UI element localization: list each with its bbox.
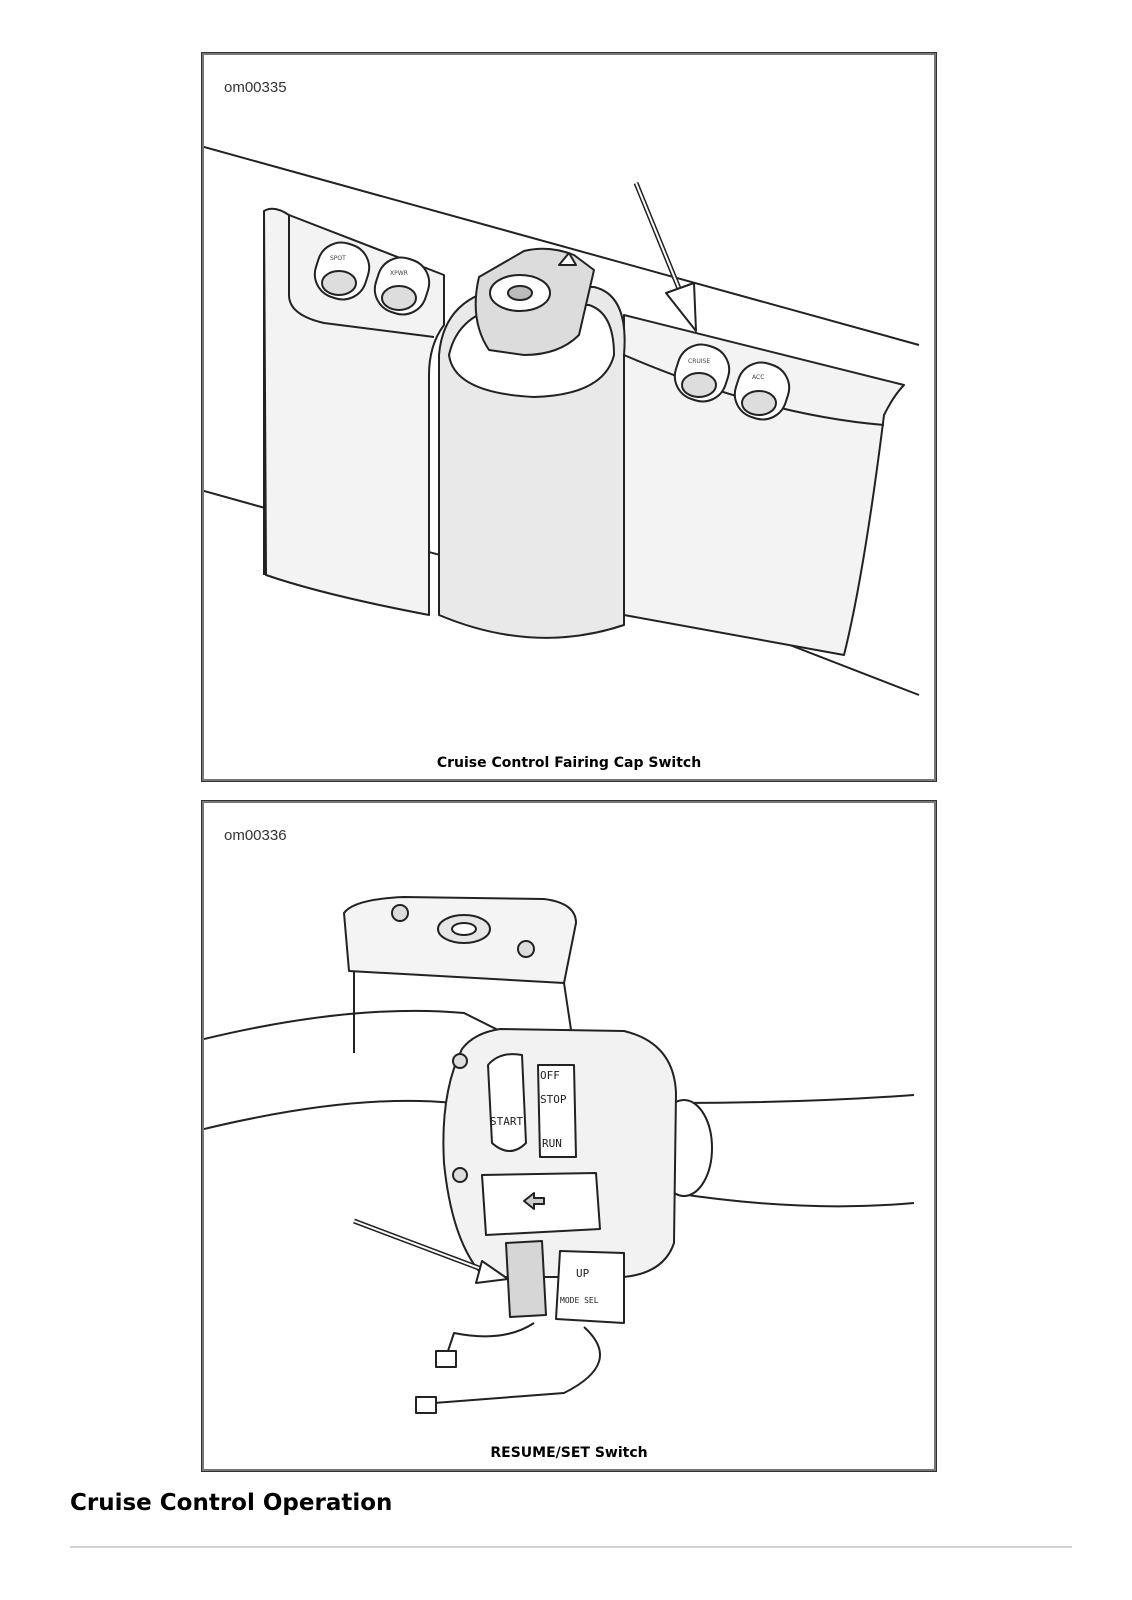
switch-label-run: RUN <box>542 1137 562 1150</box>
switch-label-start: START <box>490 1115 523 1128</box>
section-heading: Cruise Control Operation <box>70 1490 393 1516</box>
section-divider <box>70 1546 1072 1548</box>
switch-label-cruise: CRUISE <box>688 358 710 365</box>
figure-resume-set-switch: OFF STOP RUN START UP MODE SEL om00336 R… <box>201 800 937 1472</box>
switch-label-acc: ACC <box>752 374 764 381</box>
switch-label-off: OFF <box>540 1069 560 1082</box>
switch-label-spot: SPOT <box>330 255 346 262</box>
switch-label-stop: STOP <box>540 1093 567 1106</box>
figure-caption: Cruise Control Fairing Cap Switch <box>436 755 702 771</box>
switch-label-xpwr: XPWR <box>390 270 408 277</box>
figure-id-label: om00336 <box>224 827 287 844</box>
switch-label-mode-sel: MODE SEL <box>560 1296 599 1305</box>
figure-fairing-cap-switch: SPOT XPWR CRUISE ACC om00335 Cruise Cont… <box>201 52 937 782</box>
figure-caption: RESUME/SET Switch <box>490 1445 648 1461</box>
fairing-cap-illustration: SPOT XPWR CRUISE ACC <box>204 146 920 696</box>
handlebar-switch-illustration: OFF STOP RUN START UP MODE SEL <box>204 896 915 1414</box>
switch-label-up: UP <box>576 1267 590 1280</box>
figure-id-label: om00335 <box>224 79 287 96</box>
